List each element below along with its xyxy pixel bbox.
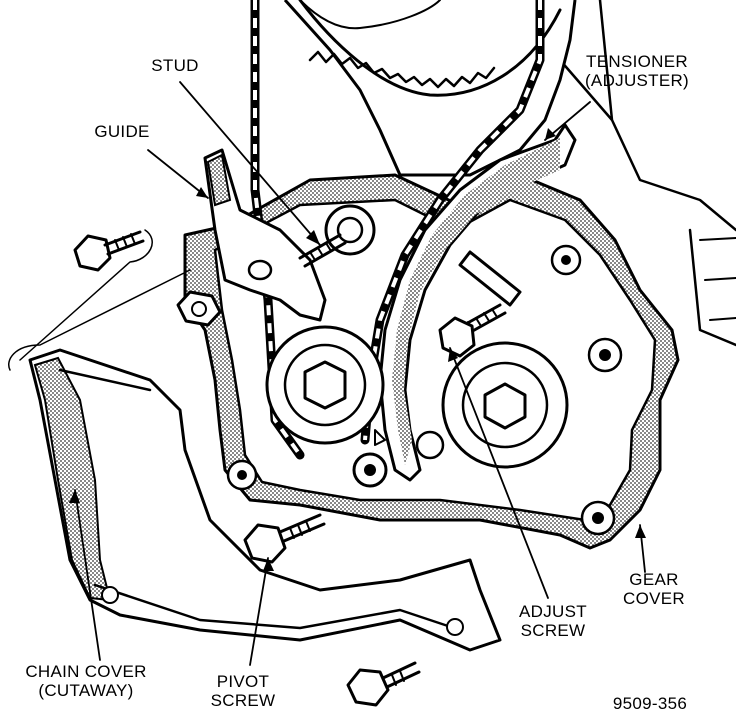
gear-cover-boss <box>441 341 569 469</box>
tensioner-label: TENSIONER (ADJUSTER) <box>572 52 702 90</box>
figure-id-text: 9509-356 <box>612 694 688 713</box>
gear-cover-label: GEAR COVER <box>614 570 694 608</box>
stud-label: STUD <box>140 56 210 75</box>
chain-cover-label: CHAIN COVER (CUTAWAY) <box>6 662 166 700</box>
adjust-screw-label: ADJUST SCREW <box>508 602 598 640</box>
chain-cover-label-line1: CHAIN COVER <box>25 662 147 681</box>
pivot-screw-label-line2: SCREW <box>210 691 276 710</box>
pivot-screw-label: PIVOT SCREW <box>198 672 288 710</box>
guide-label: GUIDE <box>82 122 162 141</box>
chain-cover-label-line2: (CUTAWAY) <box>38 681 134 700</box>
guide-label-text: GUIDE <box>94 122 150 141</box>
pivot-screw-bolt <box>243 513 326 564</box>
stud-bolt <box>298 204 376 268</box>
guide-bolt <box>176 290 222 327</box>
gear-cover-label-line2: COVER <box>623 589 685 608</box>
tensioner-label-line2: (ADJUSTER) <box>584 71 690 90</box>
adjust-screw-label-line2: SCREW <box>520 621 586 640</box>
crankshaft-sprocket <box>265 325 385 445</box>
adjust-screw-label-line1: ADJUST <box>519 602 587 621</box>
arrowheads <box>69 128 646 571</box>
adjust-screw <box>438 250 522 358</box>
figure-id: 9509-356 <box>585 694 715 713</box>
tensioner-arm <box>374 123 577 482</box>
loose-bolt-bottom <box>346 661 421 707</box>
stud-label-text: STUD <box>151 56 199 75</box>
gear-cover-label-line1: GEAR <box>629 570 679 589</box>
chain-guide <box>203 148 327 322</box>
tensioner-label-line1: TENSIONER <box>586 52 688 71</box>
loose-bolt-top <box>19 229 153 361</box>
chain-cover <box>8 269 502 652</box>
pivot-screw-label-line1: PIVOT <box>216 672 270 691</box>
engine-block <box>558 0 736 347</box>
pivot-point <box>352 452 388 488</box>
